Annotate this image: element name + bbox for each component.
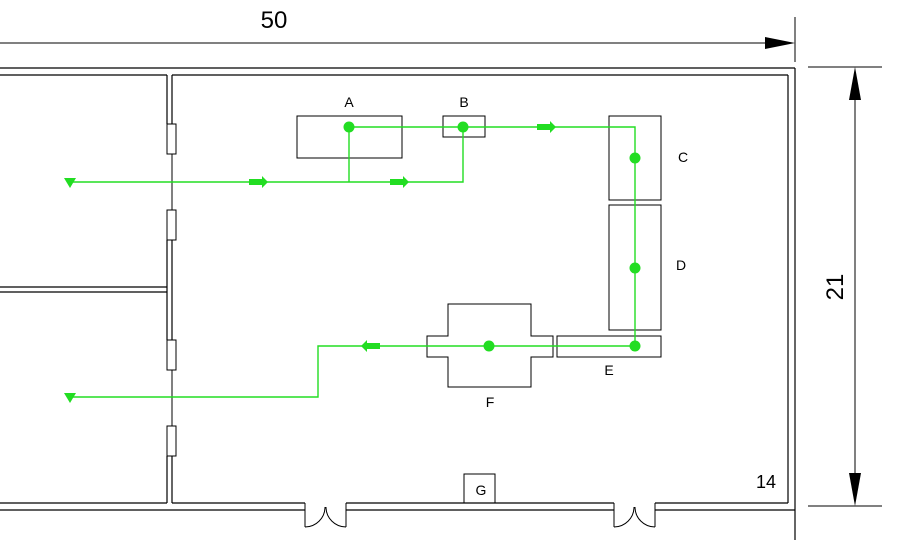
door-leaf — [166, 123, 177, 155]
flow-node-c — [629, 152, 641, 164]
height-dimension-label: 21 — [822, 274, 849, 301]
room-number: 14 — [756, 472, 776, 492]
equipment-g-label: G — [476, 482, 487, 498]
equipment-c-label: C — [678, 149, 688, 165]
door-swing — [325, 506, 347, 528]
door-swing — [613, 506, 635, 528]
flow-arrow-right — [249, 176, 268, 188]
flow-arrow-right — [537, 121, 556, 133]
door-swing — [304, 506, 326, 528]
building-walls — [0, 67, 796, 540]
material-flow — [64, 121, 641, 403]
flow-line-intake — [70, 127, 464, 183]
equipment-layout: A B C D E F G — [296, 94, 688, 504]
equipment-a-label: A — [344, 94, 354, 110]
door-leaf — [166, 425, 177, 457]
width-dimension: 50 — [0, 7, 796, 62]
flow-node-f — [483, 340, 495, 352]
door-leaf — [166, 339, 177, 371]
width-dimension-arrowhead — [765, 37, 795, 49]
flow-end-marker — [64, 393, 76, 403]
height-arrowhead-top — [849, 67, 861, 100]
equipment-d-label: D — [676, 257, 686, 273]
equipment-f-label: F — [486, 394, 495, 410]
flow-node-a — [343, 121, 355, 133]
flow-node-d — [629, 262, 641, 274]
flow-node-b — [457, 121, 469, 133]
height-arrowhead-bottom — [849, 473, 861, 506]
flow-arrow-left — [361, 340, 380, 352]
height-dimension: 21 — [808, 66, 882, 507]
equipment-b-label: B — [459, 94, 468, 110]
flow-start-marker — [64, 178, 76, 188]
door-swing — [634, 506, 656, 528]
equipment-e-label: E — [604, 362, 613, 378]
flow-node-e — [629, 340, 641, 352]
flow-arrow-right — [390, 176, 409, 188]
width-dimension-label: 50 — [261, 7, 288, 34]
flow-line-main — [70, 126, 636, 398]
equipment-g — [463, 473, 496, 504]
door-leaf — [166, 209, 177, 241]
equipment-f — [426, 303, 554, 388]
